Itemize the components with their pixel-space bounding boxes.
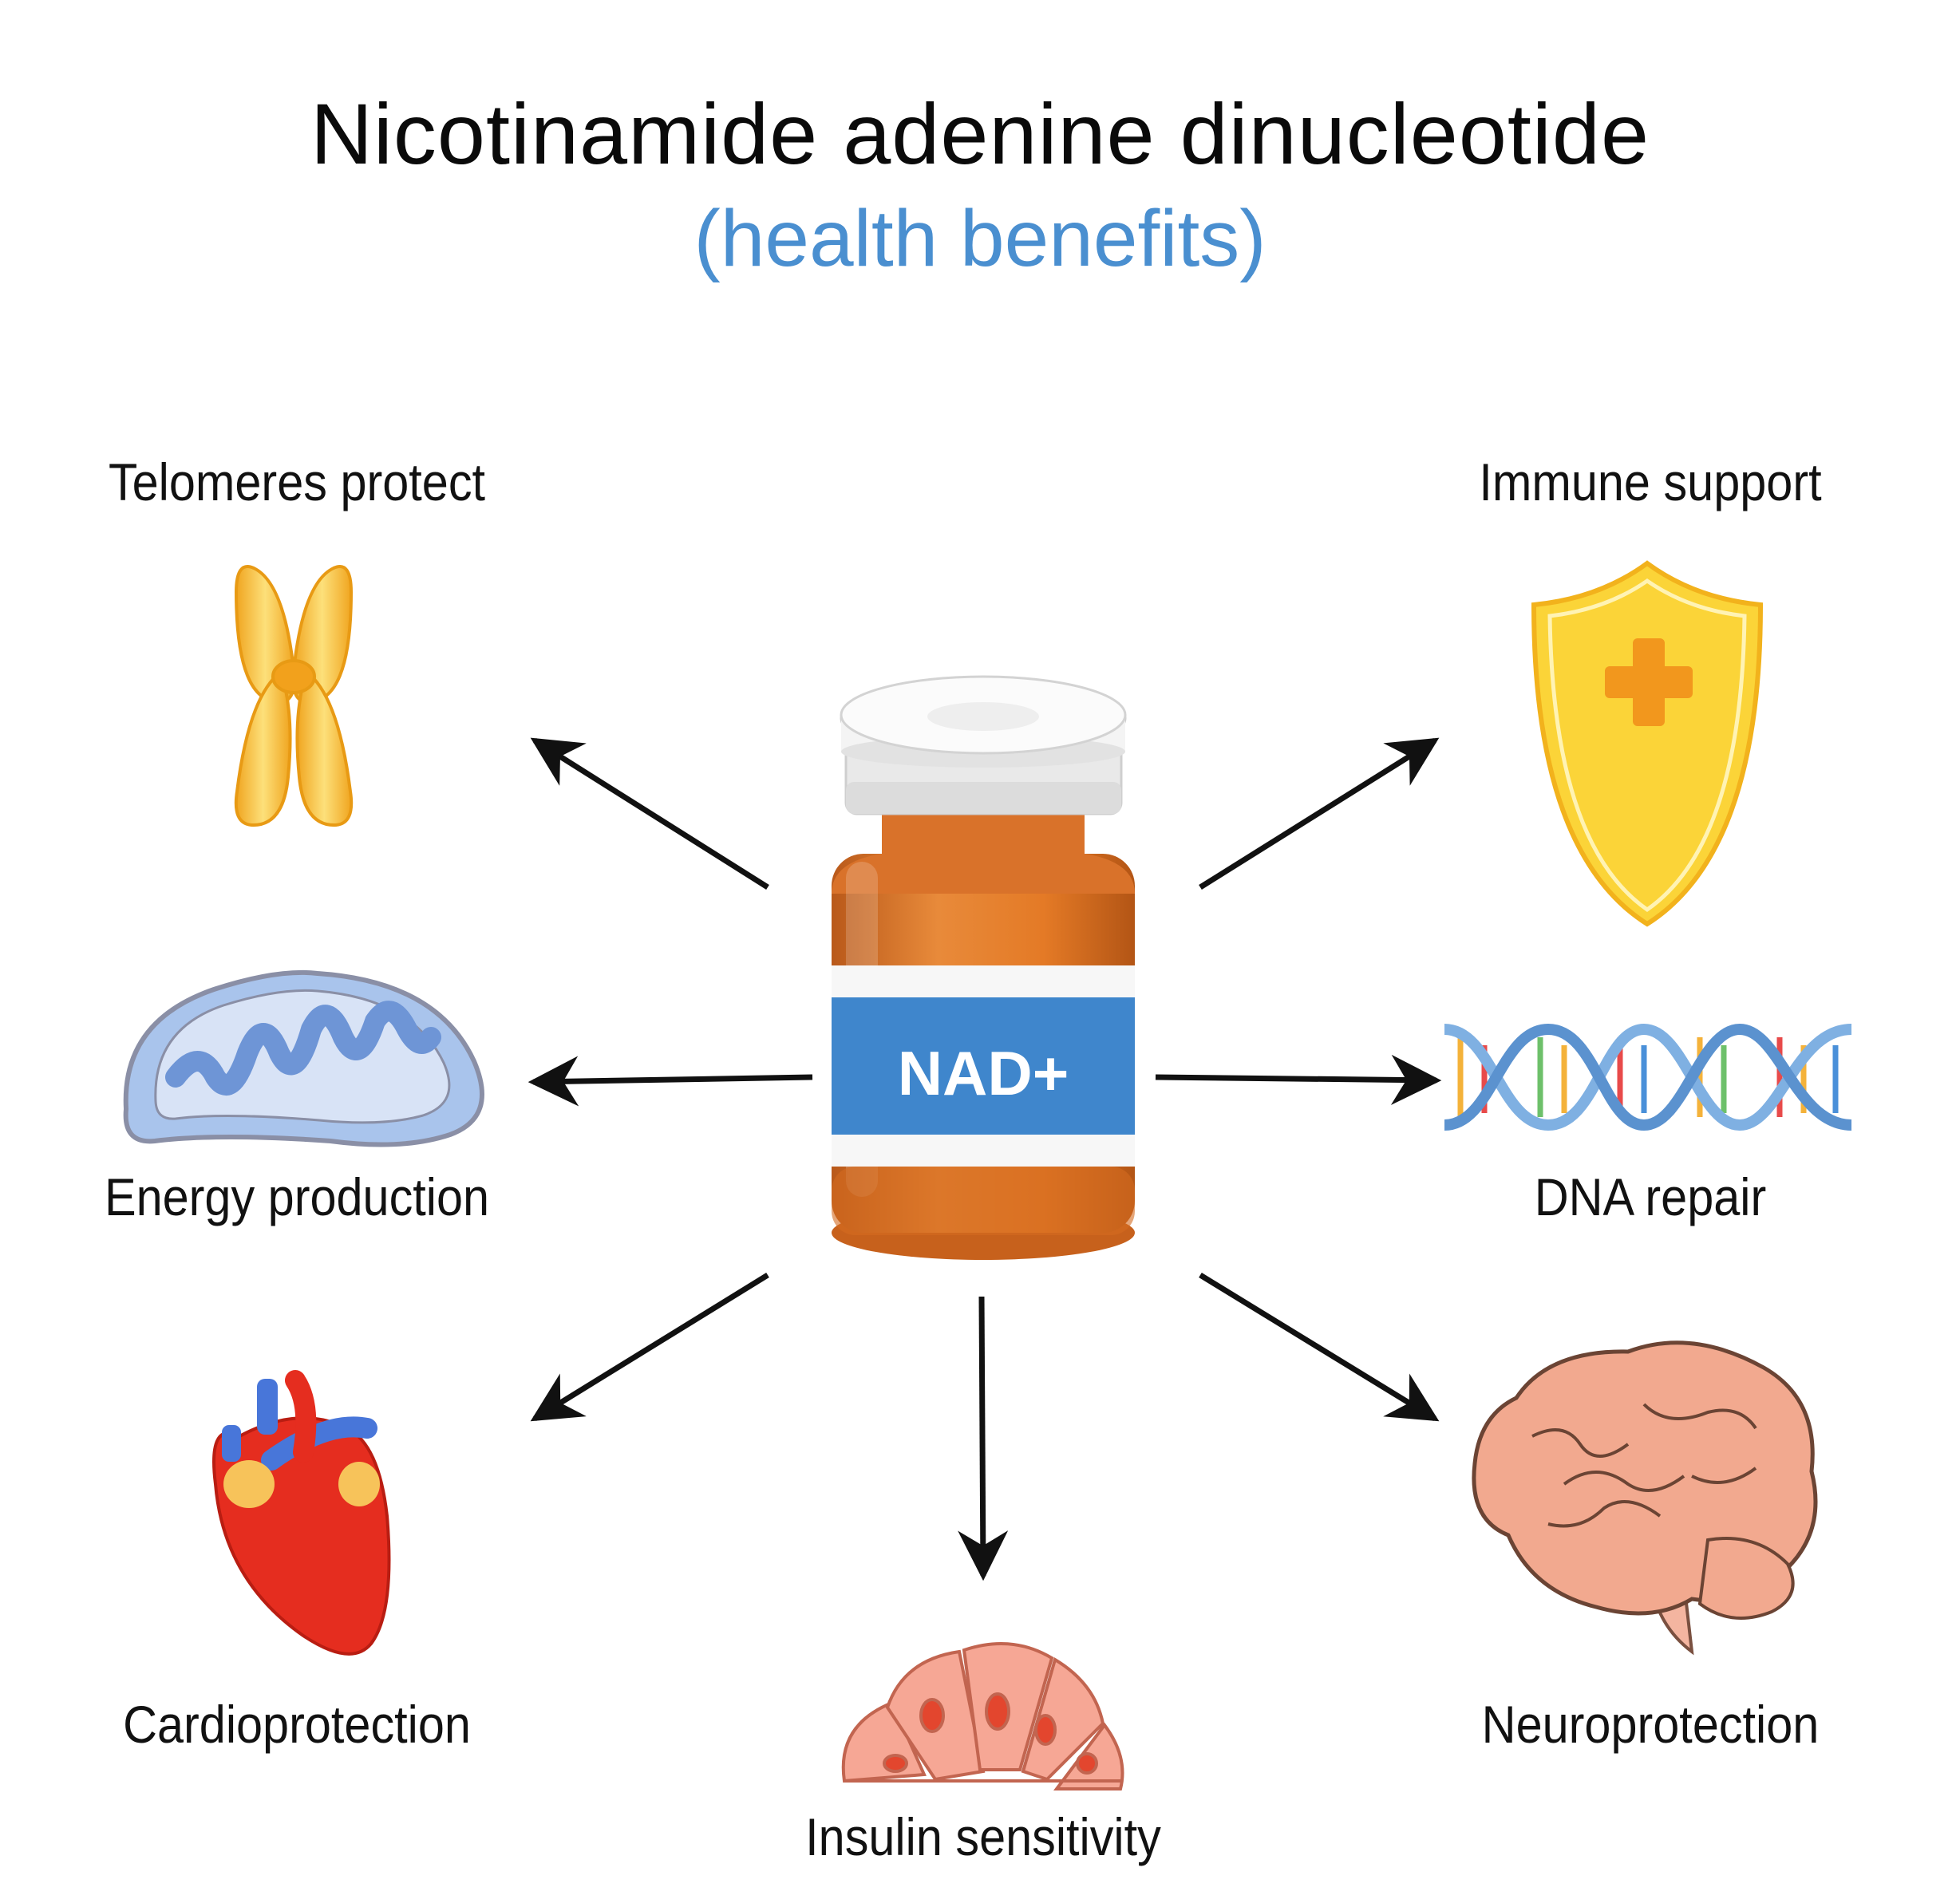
label-dna-repair: DNA repair (1534, 1167, 1767, 1226)
dna-icon (1444, 1023, 1852, 1131)
arrow-energy (528, 1056, 813, 1107)
arrow-cardio (530, 1273, 769, 1422)
arrows (528, 737, 1442, 1581)
diagram-subtitle: (health benefits) (694, 194, 1266, 283)
diagram-title: Nicotinamide adenine dinucleotide (310, 85, 1650, 182)
label-neuroprotection: Neuroprotection (1481, 1695, 1820, 1754)
arrow-insulin (958, 1296, 1009, 1581)
nad-vial (832, 675, 1135, 1260)
label-immune-support: Immune support (1479, 452, 1822, 511)
arrow-dna (1155, 1054, 1442, 1105)
label-telomeres-protect: Telomeres protect (108, 452, 486, 511)
label-cardioprotection: Cardioprotection (123, 1695, 471, 1754)
heart-icon (212, 1370, 391, 1656)
arrow-telomeres (530, 737, 769, 890)
arrow-neuro (1199, 1273, 1440, 1422)
brain-icon (1472, 1340, 1818, 1656)
label-energy-production: Energy production (104, 1167, 490, 1226)
chromosome-icon (234, 565, 354, 827)
nad-vial-label: NAD+ (897, 1038, 1069, 1108)
arrow-immune (1199, 737, 1440, 890)
label-insulin-sensitivity: Insulin sensitivity (805, 1807, 1161, 1866)
shield-icon (1531, 560, 1764, 927)
pancreatic-cells-icon (841, 1642, 1124, 1790)
mitochondrion-icon (123, 969, 484, 1147)
